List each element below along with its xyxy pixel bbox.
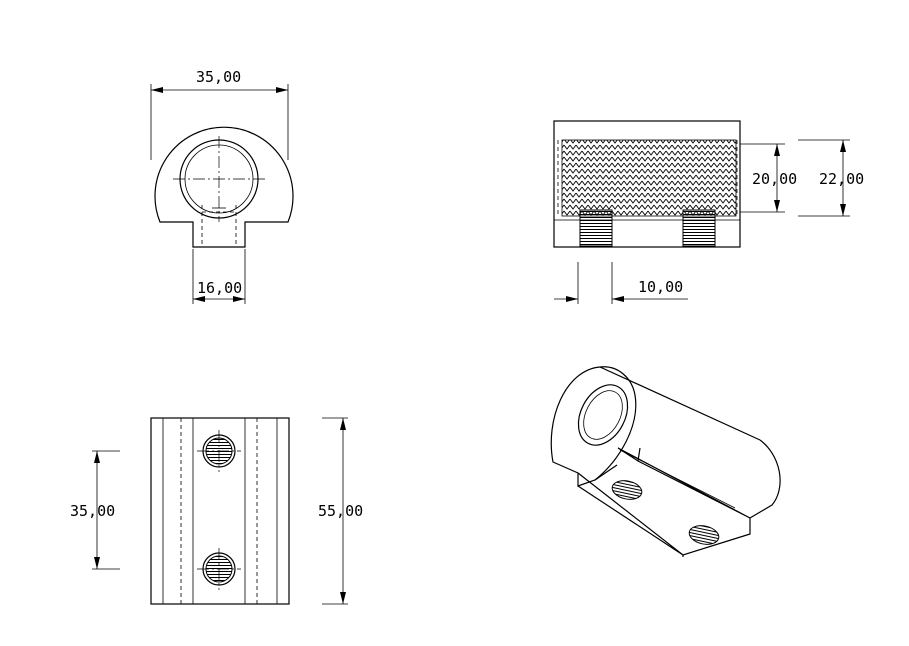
- top-view: 35,00 55,00: [70, 417, 363, 605]
- side-view: 20,00 22,00 10,00: [553, 120, 864, 304]
- top-outline: [150, 417, 290, 605]
- dim-top-spacing-label: 35,00: [70, 502, 115, 520]
- dim-front-slot-label: 16,00: [197, 279, 242, 297]
- dim-front-width-label: 35,00: [196, 68, 241, 86]
- dim-front-width: 35,00: [150, 68, 289, 160]
- iso-hole-2: [688, 525, 720, 545]
- screw-left: [579, 209, 613, 247]
- dim-top-length: 55,00: [318, 417, 363, 605]
- dim-side-offset: 10,00: [554, 262, 688, 304]
- iso-bore: [577, 384, 629, 446]
- iso-hole-1: [611, 480, 643, 500]
- thread-region: [561, 139, 737, 217]
- iso-body-top-edge: [599, 366, 761, 441]
- top-hole-upper: [197, 430, 241, 472]
- top-hole-lower: [197, 548, 241, 590]
- front-outline: [154, 126, 294, 248]
- dim-side-outer-label: 22,00: [819, 170, 864, 188]
- dim-side-inner: 20,00: [740, 143, 797, 213]
- dim-side-outer: 22,00: [798, 139, 864, 217]
- dim-top-length-label: 55,00: [318, 502, 363, 520]
- screw-right: [682, 209, 716, 247]
- dim-side-offset-label: 10,00: [638, 278, 683, 296]
- iso-end-face: [550, 366, 637, 487]
- isometric-view: [550, 366, 781, 557]
- front-view: 35,00 16,00: [150, 68, 294, 304]
- iso-body-right-edge: [749, 439, 781, 519]
- dim-side-inner-label: 20,00: [752, 170, 797, 188]
- dim-top-spacing: 35,00: [70, 450, 120, 570]
- side-outline: [553, 120, 741, 248]
- dim-front-slot: 16,00: [192, 249, 246, 304]
- iso-step-lines: [577, 447, 751, 556]
